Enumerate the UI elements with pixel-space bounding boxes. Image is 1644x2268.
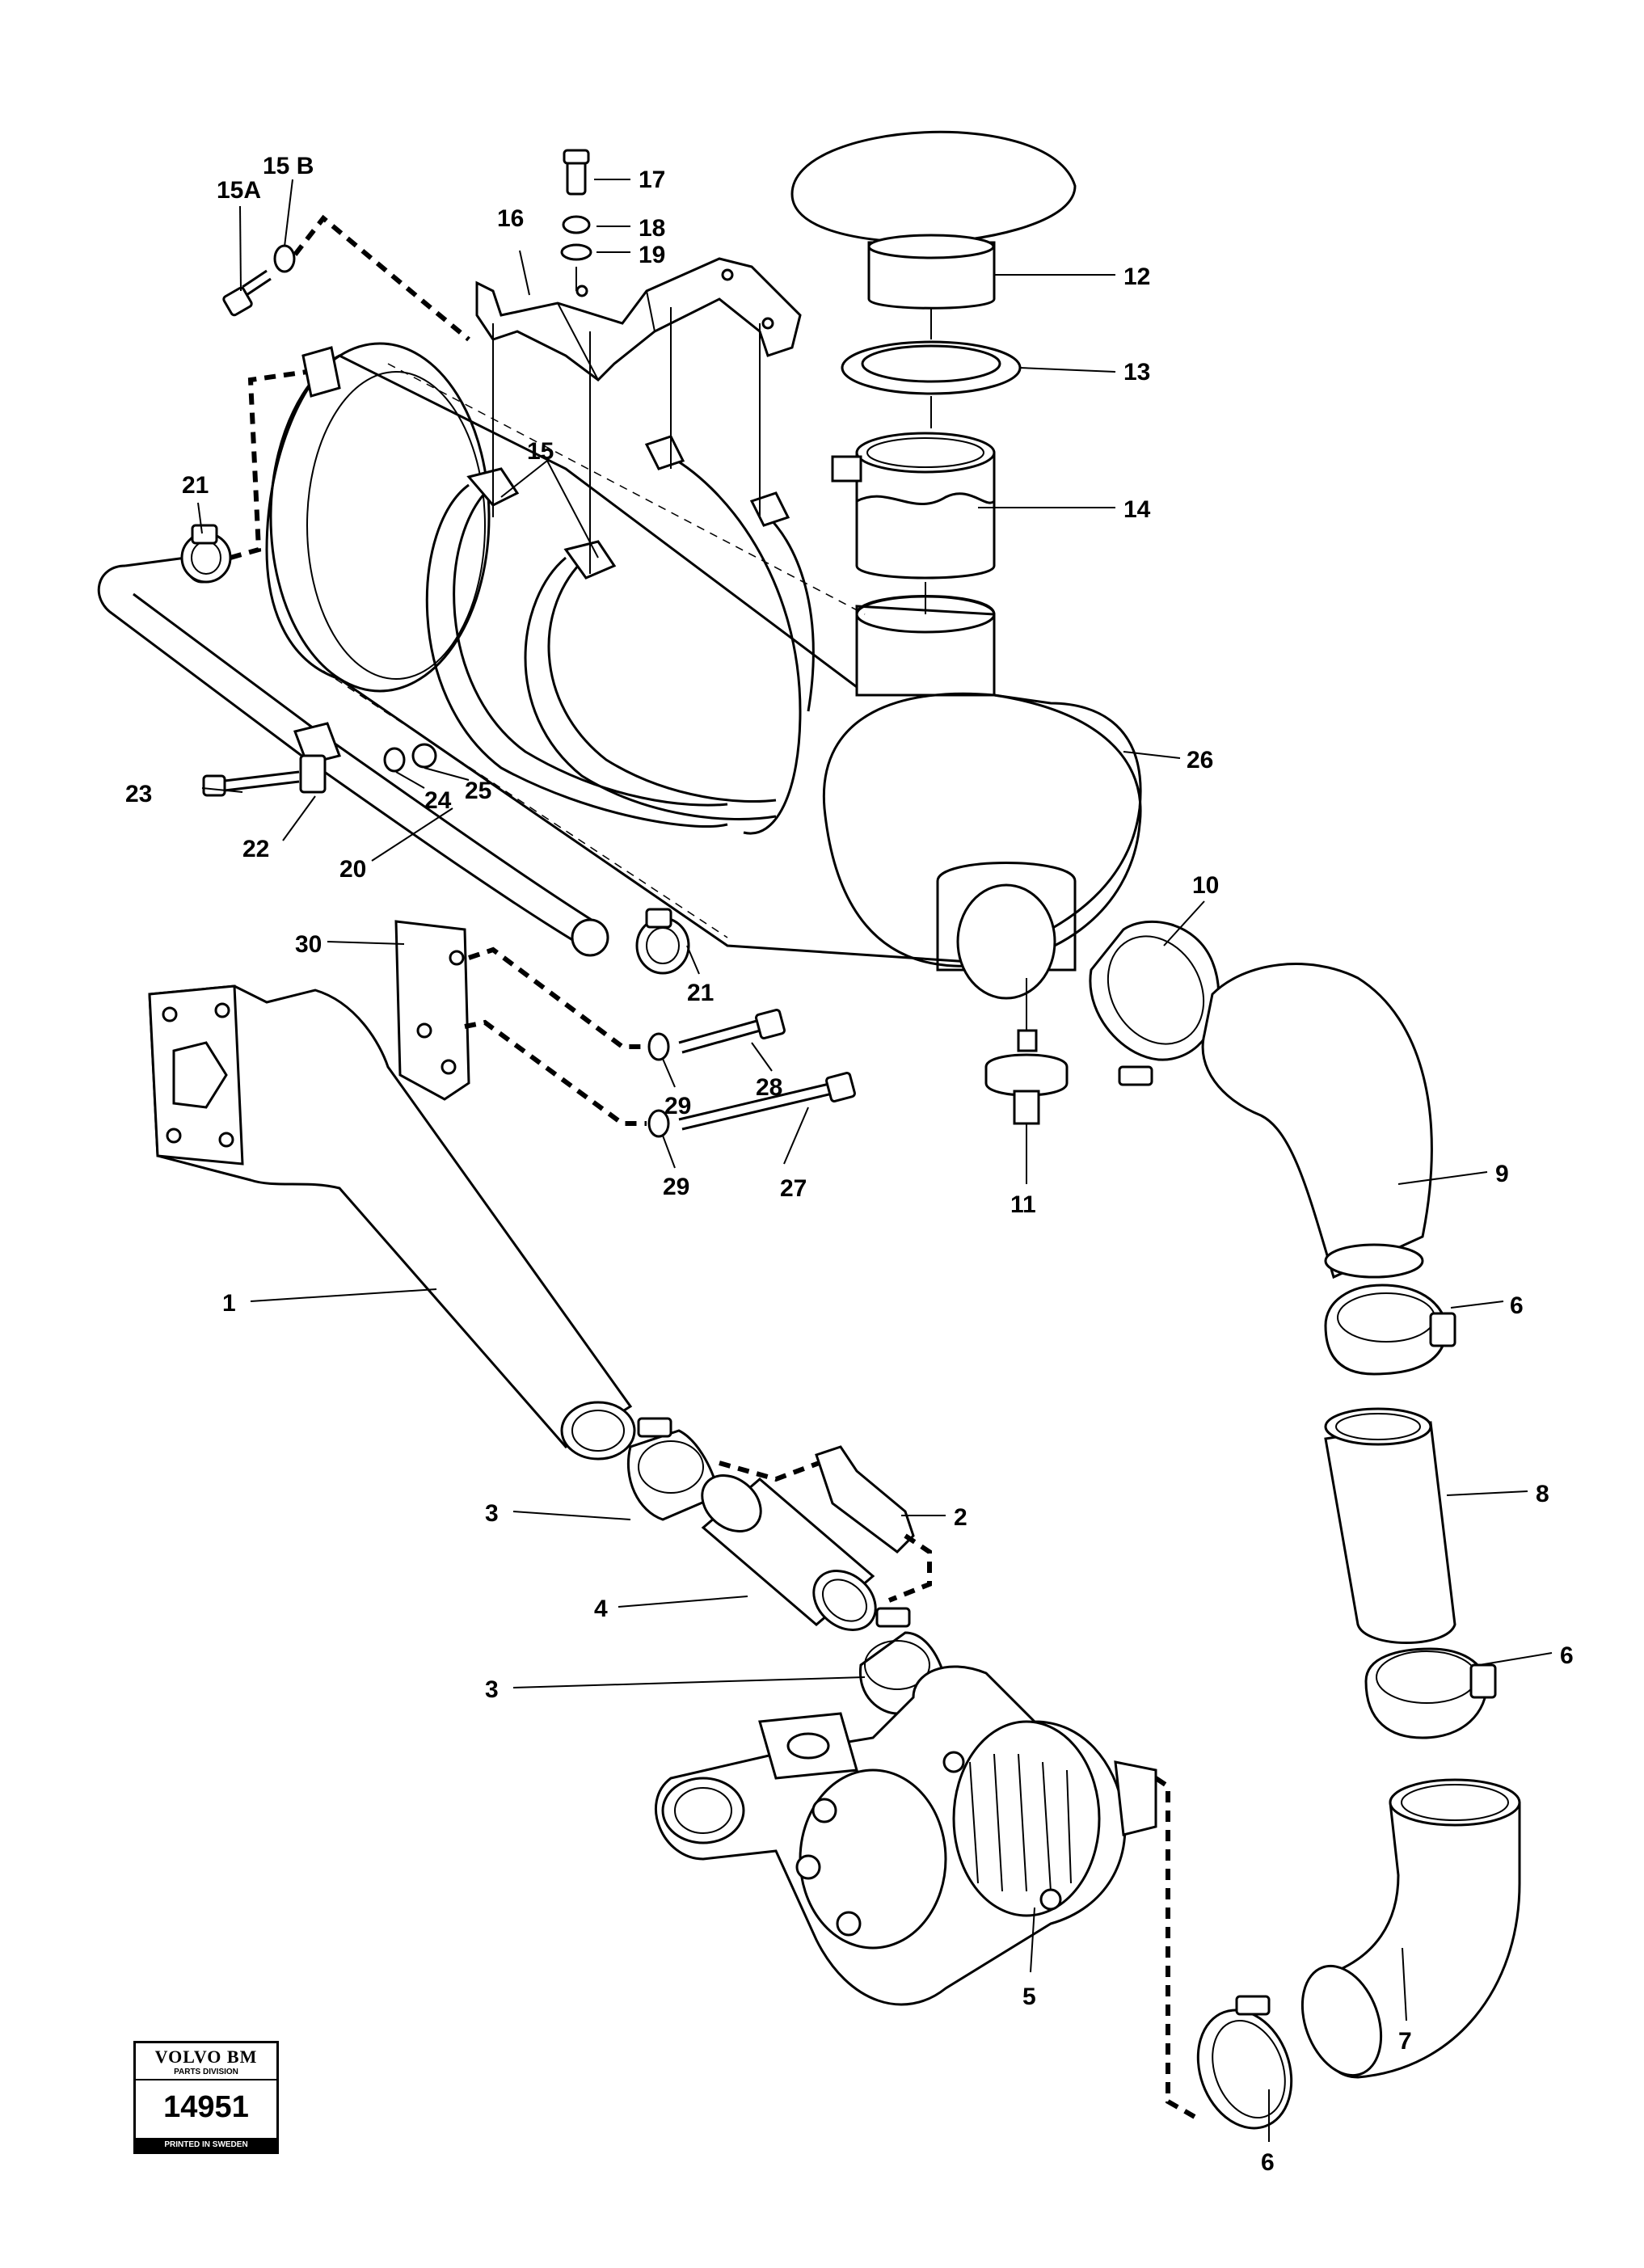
bolt-15a bbox=[222, 214, 470, 342]
label-18: 18 bbox=[639, 215, 665, 242]
ring-13 bbox=[841, 340, 1022, 428]
pipe-14 bbox=[831, 432, 996, 614]
leader-lines bbox=[197, 179, 1553, 2142]
drawing-number: 14951 bbox=[163, 2090, 249, 2124]
label-23: 23 bbox=[125, 781, 152, 807]
clamp-6-lower bbox=[1196, 1995, 1293, 2130]
label-19: 19 bbox=[639, 242, 665, 268]
logo-printed: PRINTED IN SWEDEN bbox=[136, 2138, 276, 2152]
label-11: 11 bbox=[1010, 1191, 1036, 1218]
bolt-28 bbox=[647, 1009, 786, 1061]
clip-2 bbox=[815, 1445, 932, 1603]
elbow-hose-9 bbox=[1201, 963, 1433, 1279]
hose-8 bbox=[1324, 1407, 1456, 1644]
label-15: 15 bbox=[527, 438, 554, 465]
elbow-pipe-1 bbox=[148, 984, 636, 1461]
label-28: 28 bbox=[756, 1074, 782, 1101]
label-4: 4 bbox=[594, 1596, 608, 1622]
label-16: 16 bbox=[497, 205, 524, 232]
label-10: 10 bbox=[1192, 872, 1219, 899]
label-12: 12 bbox=[1123, 263, 1150, 290]
bracket-30 bbox=[394, 920, 647, 1126]
bracket-16 bbox=[475, 257, 802, 574]
label-30: 30 bbox=[295, 931, 322, 958]
logo-brand: VOLVO BM bbox=[154, 2047, 258, 2067]
label-27: 27 bbox=[780, 1175, 807, 1202]
label-6-lower: 6 bbox=[1261, 2149, 1275, 2176]
label-26: 26 bbox=[1187, 747, 1213, 774]
logo-division: PARTS DIVISION bbox=[136, 2068, 276, 2080]
volvo-bm-logo-box: VOLVO BM PARTS DIVISION 14951 PRINTED IN… bbox=[133, 2041, 279, 2154]
label-14: 14 bbox=[1123, 496, 1151, 523]
elbow-hose-7 bbox=[1300, 1778, 1521, 2079]
label-22: 22 bbox=[242, 836, 269, 862]
part-labels: 1 2 3 3 4 5 6 6 6 7 8 9 10 11 12 13 14 1… bbox=[125, 153, 1574, 2176]
label-21-lower: 21 bbox=[687, 980, 714, 1006]
label-15b: 15 B bbox=[263, 153, 314, 179]
label-3-upper: 3 bbox=[485, 1500, 499, 1527]
label-29-upper: 29 bbox=[664, 1093, 691, 1119]
bolt-stack-17-19 bbox=[560, 149, 592, 291]
label-6-middle: 6 bbox=[1560, 1642, 1574, 1669]
clamp-6-middle bbox=[1364, 1647, 1497, 1739]
turbocharger-5 bbox=[655, 1665, 1198, 2120]
clamp-6-upper bbox=[1324, 1284, 1456, 1376]
label-2: 2 bbox=[954, 1504, 967, 1531]
label-24: 24 bbox=[424, 787, 452, 814]
label-8: 8 bbox=[1536, 1481, 1549, 1507]
bolt-23 bbox=[202, 743, 437, 797]
label-1: 1 bbox=[222, 1290, 236, 1317]
label-17: 17 bbox=[639, 167, 665, 193]
label-3-lower: 3 bbox=[485, 1676, 499, 1703]
hose-clip-21-upper bbox=[180, 346, 341, 584]
label-6-upper: 6 bbox=[1510, 1292, 1524, 1319]
label-5: 5 bbox=[1022, 1983, 1036, 2010]
hose-clip-21-lower bbox=[635, 908, 690, 975]
label-9: 9 bbox=[1495, 1161, 1509, 1187]
label-29-lower: 29 bbox=[663, 1174, 689, 1200]
rain-cap bbox=[790, 130, 1077, 339]
label-13: 13 bbox=[1123, 359, 1150, 386]
valve-11 bbox=[984, 978, 1069, 1125]
label-21-upper: 21 bbox=[182, 472, 209, 499]
clamp-10 bbox=[1089, 920, 1220, 1086]
label-25: 25 bbox=[465, 778, 491, 804]
label-7: 7 bbox=[1398, 2028, 1412, 2055]
label-15a: 15A bbox=[217, 177, 261, 204]
air-cleaner-housing bbox=[265, 342, 1142, 1000]
label-20: 20 bbox=[339, 856, 366, 883]
bolt-27 bbox=[647, 1072, 856, 1138]
hose-4 bbox=[701, 1474, 877, 1631]
